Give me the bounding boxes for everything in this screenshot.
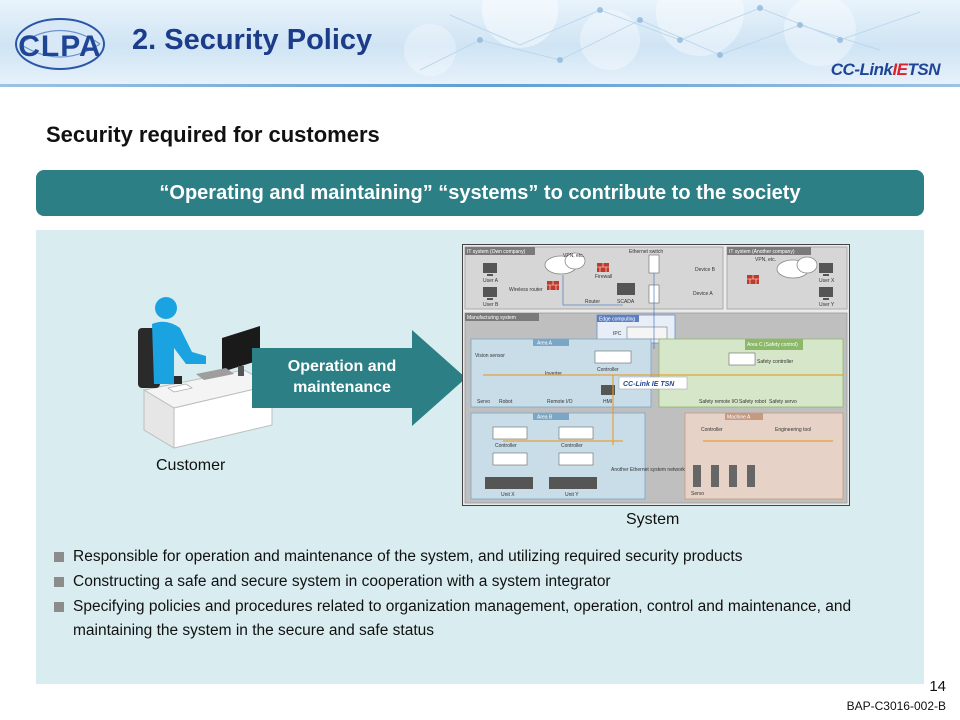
list-item-text: Constructing a safe and secure system in…	[73, 573, 611, 590]
area-a-label: Area A	[537, 341, 553, 347]
page-number: 14	[929, 678, 946, 695]
customer-illustration	[138, 297, 274, 449]
clpa-logo: CLPA	[15, 18, 105, 70]
vpn-label: VPN, etc.	[563, 253, 584, 259]
area-a-zone	[470, 338, 652, 408]
user-b-label: User B	[483, 302, 499, 308]
safety-controller-label: Safety controller	[757, 359, 793, 365]
unit-x-label: Unit X	[501, 492, 515, 498]
safety-remote-io-label: Safety remote I/O	[699, 399, 738, 405]
controller-label-a: Controller	[597, 367, 619, 373]
arrow-line-1: Operation and	[287, 358, 397, 375]
bullet-square	[54, 602, 64, 612]
scada-icon	[617, 283, 635, 295]
remote-io-label: Remote I/O	[547, 399, 573, 405]
customer-label: Customer	[156, 457, 226, 474]
system-diagram: IT system (Own company) IT system (Anoth…	[462, 244, 850, 506]
another-network-label: Another Ethernet system network	[611, 467, 685, 473]
list-item-text: Specifying policies and procedures relat…	[73, 598, 852, 639]
firewall-icon	[747, 275, 759, 284]
router-label: Router	[585, 299, 600, 305]
section-subtitle: Security required for customers	[46, 122, 380, 147]
it-another-label: IT system (Another company)	[729, 249, 795, 255]
header-background-art	[404, 0, 921, 76]
unit-y-label: Unit Y	[565, 492, 579, 498]
firewall-icon	[547, 281, 559, 290]
safety-robot-label: Safety robot	[739, 399, 767, 405]
logo-text: CLPA	[18, 30, 101, 63]
robot-label: Robot	[499, 399, 513, 405]
hmi-label: HMI	[603, 399, 612, 405]
ipc-label: IPC	[613, 331, 622, 337]
wireless-router-label: Wireless router	[509, 287, 543, 293]
safety-servo-label: Safety servo	[769, 399, 797, 405]
ethernet-switch-label: Ethernet switch	[629, 249, 663, 255]
brand-suffix: TSN	[907, 60, 941, 79]
bullet-square	[54, 577, 64, 587]
system-label: System	[626, 511, 680, 528]
controller-label-b2: Controller	[561, 443, 583, 449]
content-panel: Customer Operation and maintenance IT sy…	[36, 230, 924, 684]
device-a-label: Device A	[693, 291, 713, 297]
user-a-label: User A	[483, 278, 499, 284]
it-own-zone	[464, 246, 724, 310]
slide-header: CLPA 2. Security Policy CC-LinkIETSN	[0, 0, 960, 84]
list-item-text: Responsible for operation and maintenanc…	[73, 548, 743, 565]
machine-a-zone	[684, 412, 844, 500]
servo-label: Servo	[477, 399, 490, 405]
user-y-label: User Y	[819, 302, 835, 308]
list-item: Responsible for operation and maintenanc…	[54, 545, 914, 569]
inverter-label: Inverter	[545, 371, 562, 377]
bullet-list: Responsible for operation and maintenanc…	[54, 545, 914, 644]
brand-accent: IE	[892, 60, 908, 79]
machine-a-label: Machine A	[727, 415, 751, 421]
area-c-label: Area C (Safety control)	[747, 342, 798, 348]
system-diagram-art: IT system (Own company) IT system (Anoth…	[464, 246, 848, 504]
banner-text: “Operating and maintaining” “systems” to…	[159, 181, 801, 204]
area-c-zone	[658, 338, 844, 408]
area-b-label: Area B	[537, 415, 553, 421]
firewall-icon	[597, 263, 609, 272]
network-cables	[483, 374, 843, 445]
document-code: BAP-C3016-002-B	[846, 699, 946, 713]
page-title: 2. Security Policy	[132, 24, 373, 56]
list-item: Constructing a safe and secure system in…	[54, 570, 914, 594]
device-b-label: Device B	[695, 267, 716, 273]
it-own-label: IT system (Own company)	[467, 249, 526, 255]
vision-sensor-label: Vision sensor	[475, 353, 505, 359]
bullet-square	[54, 552, 64, 562]
cclink-label: CC-Link IE TSN	[623, 381, 675, 388]
controller-label-m: Controller	[701, 427, 723, 433]
manufacturing-label: Manufacturing system	[467, 315, 516, 321]
scada-label: SCADA	[617, 299, 635, 305]
brand-main: CC-Link	[830, 60, 893, 79]
user-x-label: User X	[819, 278, 835, 284]
engineering-tool-label: Engineering tool	[775, 427, 811, 433]
cloud-icon	[544, 252, 586, 275]
pc-icon	[483, 263, 833, 300]
servo-icon	[693, 465, 755, 487]
edge-label: Edge computing	[599, 317, 635, 323]
arrow-line-2: maintenance	[293, 379, 391, 396]
list-item: Specifying policies and procedures relat…	[54, 595, 914, 643]
firewall-label: Firewall	[595, 274, 612, 280]
banner: “Operating and maintaining” “systems” to…	[36, 170, 924, 216]
header-divider	[0, 84, 960, 87]
cclink-badge	[618, 376, 688, 390]
vpn-label-2: VPN, etc.	[755, 257, 776, 263]
cc-link-ie-tsn-brand: CC-LinkIETSN	[830, 60, 941, 80]
operation-arrow	[252, 330, 466, 426]
machine-servo-label: Servo	[691, 491, 704, 497]
operation-maintenance-label: Operation and maintenance	[252, 356, 432, 398]
controller-label-b1: Controller	[495, 443, 517, 449]
cloud-icon	[776, 256, 818, 279]
